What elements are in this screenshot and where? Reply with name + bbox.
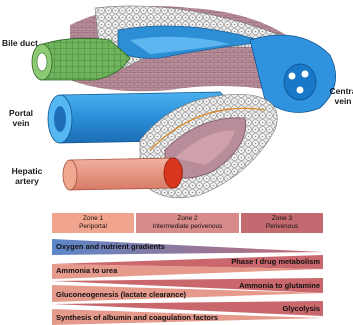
gradient-label-ammonia-urea: Ammonia to urea: [56, 266, 117, 275]
portal-vein-label-line1: Portal: [4, 108, 38, 118]
zone1-label: Zone 1 Periportal: [52, 213, 134, 233]
gradient-label-oxygen: Oxygen and nutrient gradients: [56, 242, 165, 251]
zone2-name: Zone 2: [136, 215, 239, 223]
zone1-desc: Periportal: [52, 223, 134, 231]
portal-vein-label-line2: vein: [4, 118, 38, 128]
gradient-label-gluconeogenesis: Gluconeogenesis (lactate clearance): [56, 290, 186, 299]
central-vein-label-line2: vein: [328, 96, 353, 106]
central-vein-label: Centra vein: [328, 86, 353, 106]
zone1-name: Zone 1: [52, 215, 134, 223]
zone3-label: Zone 3 Perivenous: [241, 213, 323, 233]
zone2-desc: Intermediate perivenous: [136, 223, 239, 231]
gradient-label-ammonia-glutamine: Ammonia to glutamine: [239, 281, 320, 290]
gradient-label-phase1: Phase I drug metabolism: [231, 257, 320, 266]
hepatic-artery-label-line2: artery: [6, 176, 48, 186]
bile-duct-label: Bile duct: [2, 38, 38, 48]
gradient-label-albumin: Synthesis of albumin and coagulation fac…: [56, 313, 218, 322]
zone2-label: Zone 2 Intermediate perivenous: [136, 213, 239, 233]
hepatic-artery: [63, 158, 183, 190]
hepatic-artery-label: Hepatic artery: [6, 166, 48, 186]
hepatic-artery-label-line1: Hepatic: [6, 166, 48, 176]
zone3-desc: Perivenous: [241, 223, 323, 231]
portal-vein-label: Portal vein: [4, 108, 38, 128]
zone3-name: Zone 3: [241, 215, 323, 223]
gradient-label-glycolysis: Glycolysis: [282, 304, 320, 313]
central-vein-label-line1: Centra: [328, 86, 353, 96]
